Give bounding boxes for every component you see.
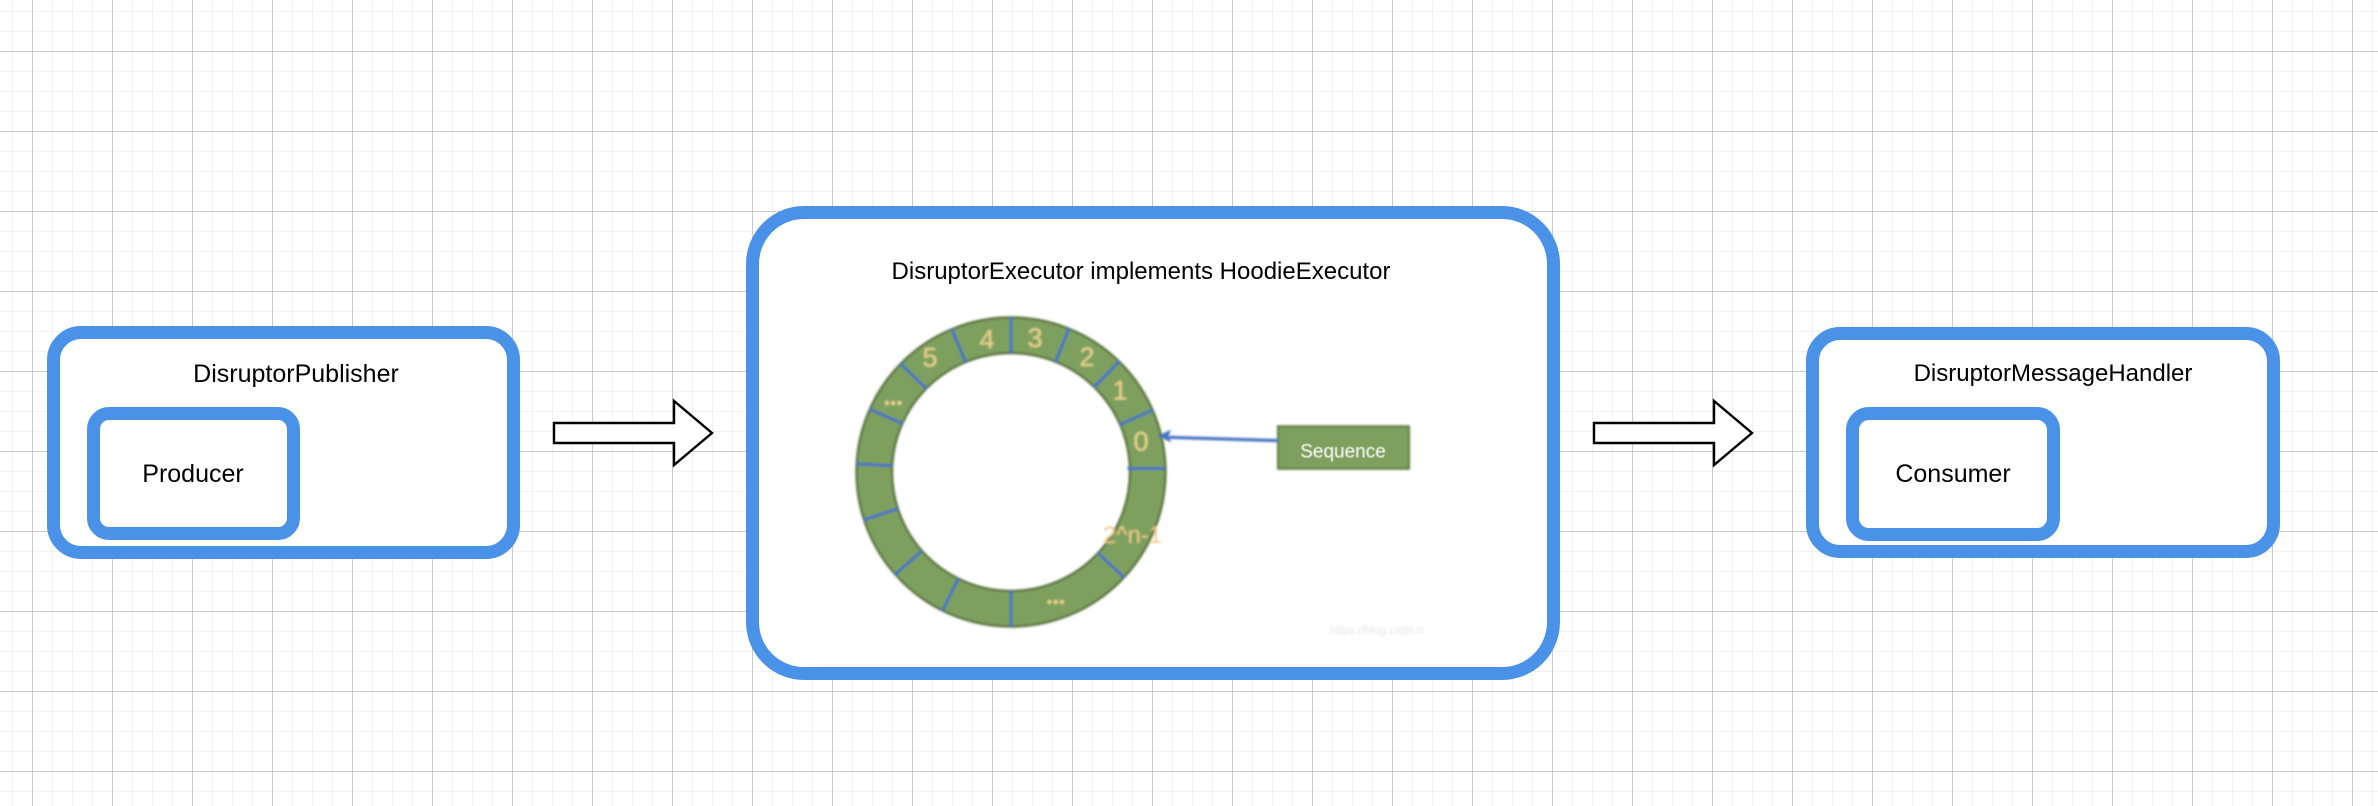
svg-text:5: 5 xyxy=(922,342,937,372)
svg-text:2^n-1: 2^n-1 xyxy=(1103,522,1162,549)
svg-text:Sequence: Sequence xyxy=(1300,442,1386,463)
svg-text:3: 3 xyxy=(1027,323,1042,353)
svg-text:4: 4 xyxy=(979,324,994,354)
svg-text:https://blog.csdn.n: https://blog.csdn.n xyxy=(1330,625,1423,637)
svg-text:1: 1 xyxy=(1112,375,1127,405)
svg-text:0: 0 xyxy=(1133,427,1148,457)
svg-text:2: 2 xyxy=(1079,342,1094,372)
